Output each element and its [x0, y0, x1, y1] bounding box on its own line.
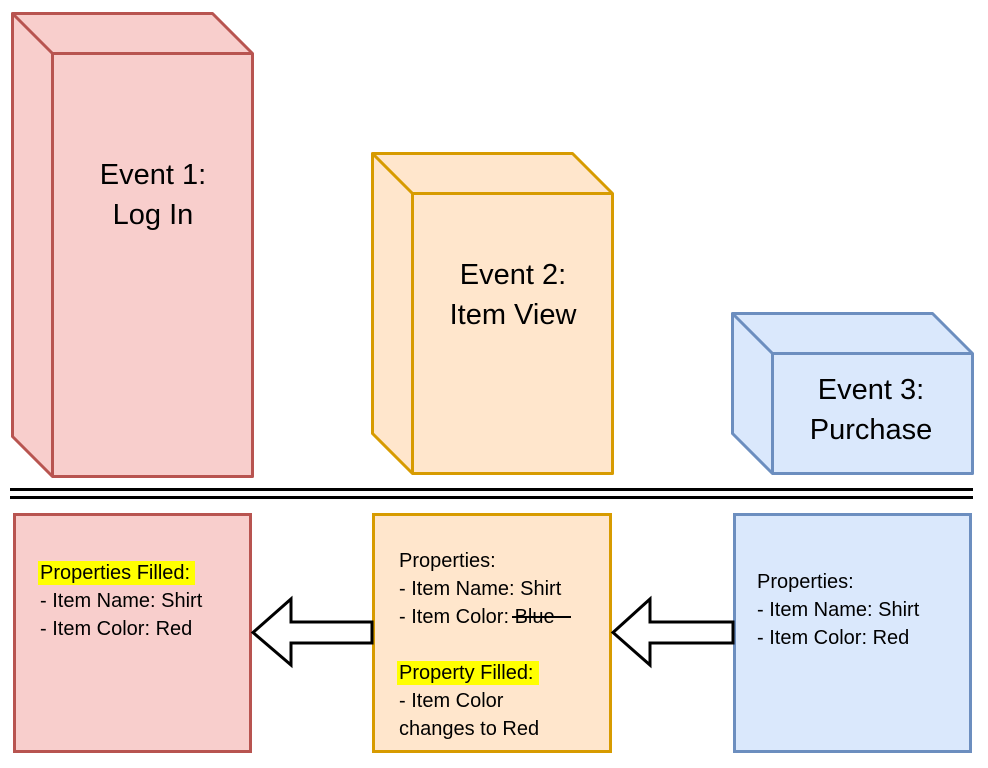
event2-label: Event 2: Item View: [450, 255, 577, 335]
arrow-right-to-middle-shape: [610, 595, 735, 669]
event1-cube-body: [11, 12, 254, 478]
event1-cube: [11, 12, 254, 478]
struck-out-text: Blue: [514, 606, 555, 628]
event3-cube: [731, 312, 974, 475]
event2-properties-text: Properties: - Item Name: Shirt - Item Colo…: [375, 516, 609, 743]
event3-properties-text: Properties: - Item Name: Shirt - Item Colo…: [736, 516, 969, 652]
event2-properties-box: Properties: - Item Name: Shirt - Item Colo…: [372, 513, 612, 753]
property-line: [399, 631, 609, 659]
event1-label-line2: Log In: [112, 199, 194, 231]
event1-label-line1: Event 1:: [99, 159, 207, 191]
divider-line-bottom: [10, 496, 973, 499]
property-line: - Item Name: Shirt: [399, 578, 562, 600]
event1-properties-text: Properties Filled: - Item Name: Shirt - It…: [16, 516, 249, 643]
property-line: - Item Color: Red: [757, 627, 910, 649]
highlighted-label: Properties Filled:: [38, 561, 196, 585]
event2-cube: [371, 152, 614, 475]
event2-cube-body: [371, 152, 614, 475]
event3-label: Event 3: Purchase: [810, 370, 933, 450]
event2-cube-edges: [371, 152, 613, 474]
highlighted-label: Property Filled:: [397, 661, 539, 685]
event1-cube-edges: [11, 12, 253, 477]
property-line: changes to Red: [399, 718, 540, 740]
event3-cube-edges: [731, 312, 973, 474]
event3-label-line2: Purchase: [809, 414, 933, 446]
property-line: - Item Color: Blue: [399, 606, 555, 628]
event1-label: Event 1: Log In: [100, 155, 206, 235]
property-line: - Item Name: Shirt: [757, 599, 920, 621]
event2-label-line2: Item View: [449, 299, 577, 331]
property-line: - Item Color: Red: [40, 618, 193, 640]
property-line: Properties Filled:: [38, 559, 249, 587]
event3-label-line1: Event 3:: [817, 374, 925, 406]
arrow-middle-to-left: [250, 595, 374, 669]
event3-properties-box: Properties: - Item Name: Shirt - Item Colo…: [733, 513, 972, 753]
event1-properties-box: Properties Filled: - Item Name: Shirt - It…: [13, 513, 252, 753]
arrow-middle-to-left-shape: [250, 595, 374, 669]
divider-line-top: [10, 488, 973, 491]
property-line: Properties:: [757, 571, 854, 593]
property-line: Property Filled:: [397, 659, 609, 687]
property-line: - Item Color: [399, 690, 504, 712]
arrow-right-to-middle: [610, 595, 735, 669]
property-line: Properties:: [399, 550, 496, 572]
event2-label-line1: Event 2:: [459, 259, 567, 291]
property-line: - Item Name: Shirt: [40, 590, 203, 612]
